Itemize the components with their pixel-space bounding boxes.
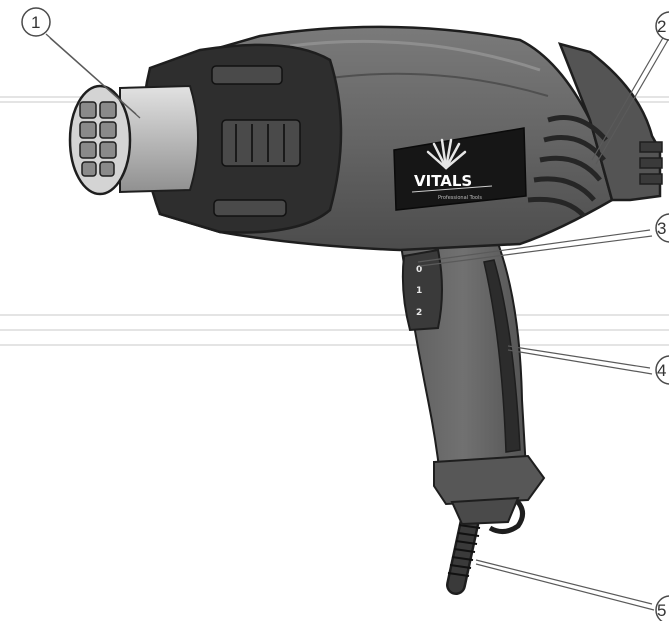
switch-position-0: 0	[416, 265, 422, 275]
rubber-grip	[483, 259, 521, 453]
nozzle-face	[68, 84, 132, 196]
callout-3-number: 3	[657, 219, 666, 238]
callout-2-number: 2	[657, 17, 666, 36]
nozzle-grid	[79, 101, 117, 177]
switch-position-2: 2	[416, 308, 422, 318]
cable-guard	[450, 496, 520, 526]
callout-5: 5	[655, 595, 669, 621]
power-cable	[446, 510, 481, 595]
housing-highlight	[289, 39, 541, 72]
brand-sunburst-icon	[426, 138, 467, 170]
callout-3: 3	[655, 213, 669, 243]
rear-cap	[557, 42, 662, 202]
housing-contour	[329, 72, 549, 97]
callout-5-number: 5	[657, 601, 666, 620]
power-switch: 0 1 2	[401, 248, 443, 332]
front-vent-slots	[211, 65, 301, 217]
metal-nozzle	[119, 84, 199, 194]
callout-1: 1	[21, 7, 51, 37]
brand-logo: VITALS	[414, 172, 472, 190]
callout-1-number: 1	[31, 13, 40, 32]
rear-fins	[639, 141, 663, 185]
callout-4-number: 4	[657, 361, 666, 380]
leader-lines	[45, 33, 669, 611]
brand-tagline: Professional Tools	[438, 195, 482, 201]
callout-4: 4	[655, 355, 669, 385]
air-inlet-vents	[527, 115, 608, 218]
switch-position-1: 1	[416, 286, 422, 296]
handle-base	[433, 454, 546, 506]
callout-2: 2	[655, 11, 669, 41]
brand-plate: VITALS Professional Tools	[393, 127, 527, 211]
